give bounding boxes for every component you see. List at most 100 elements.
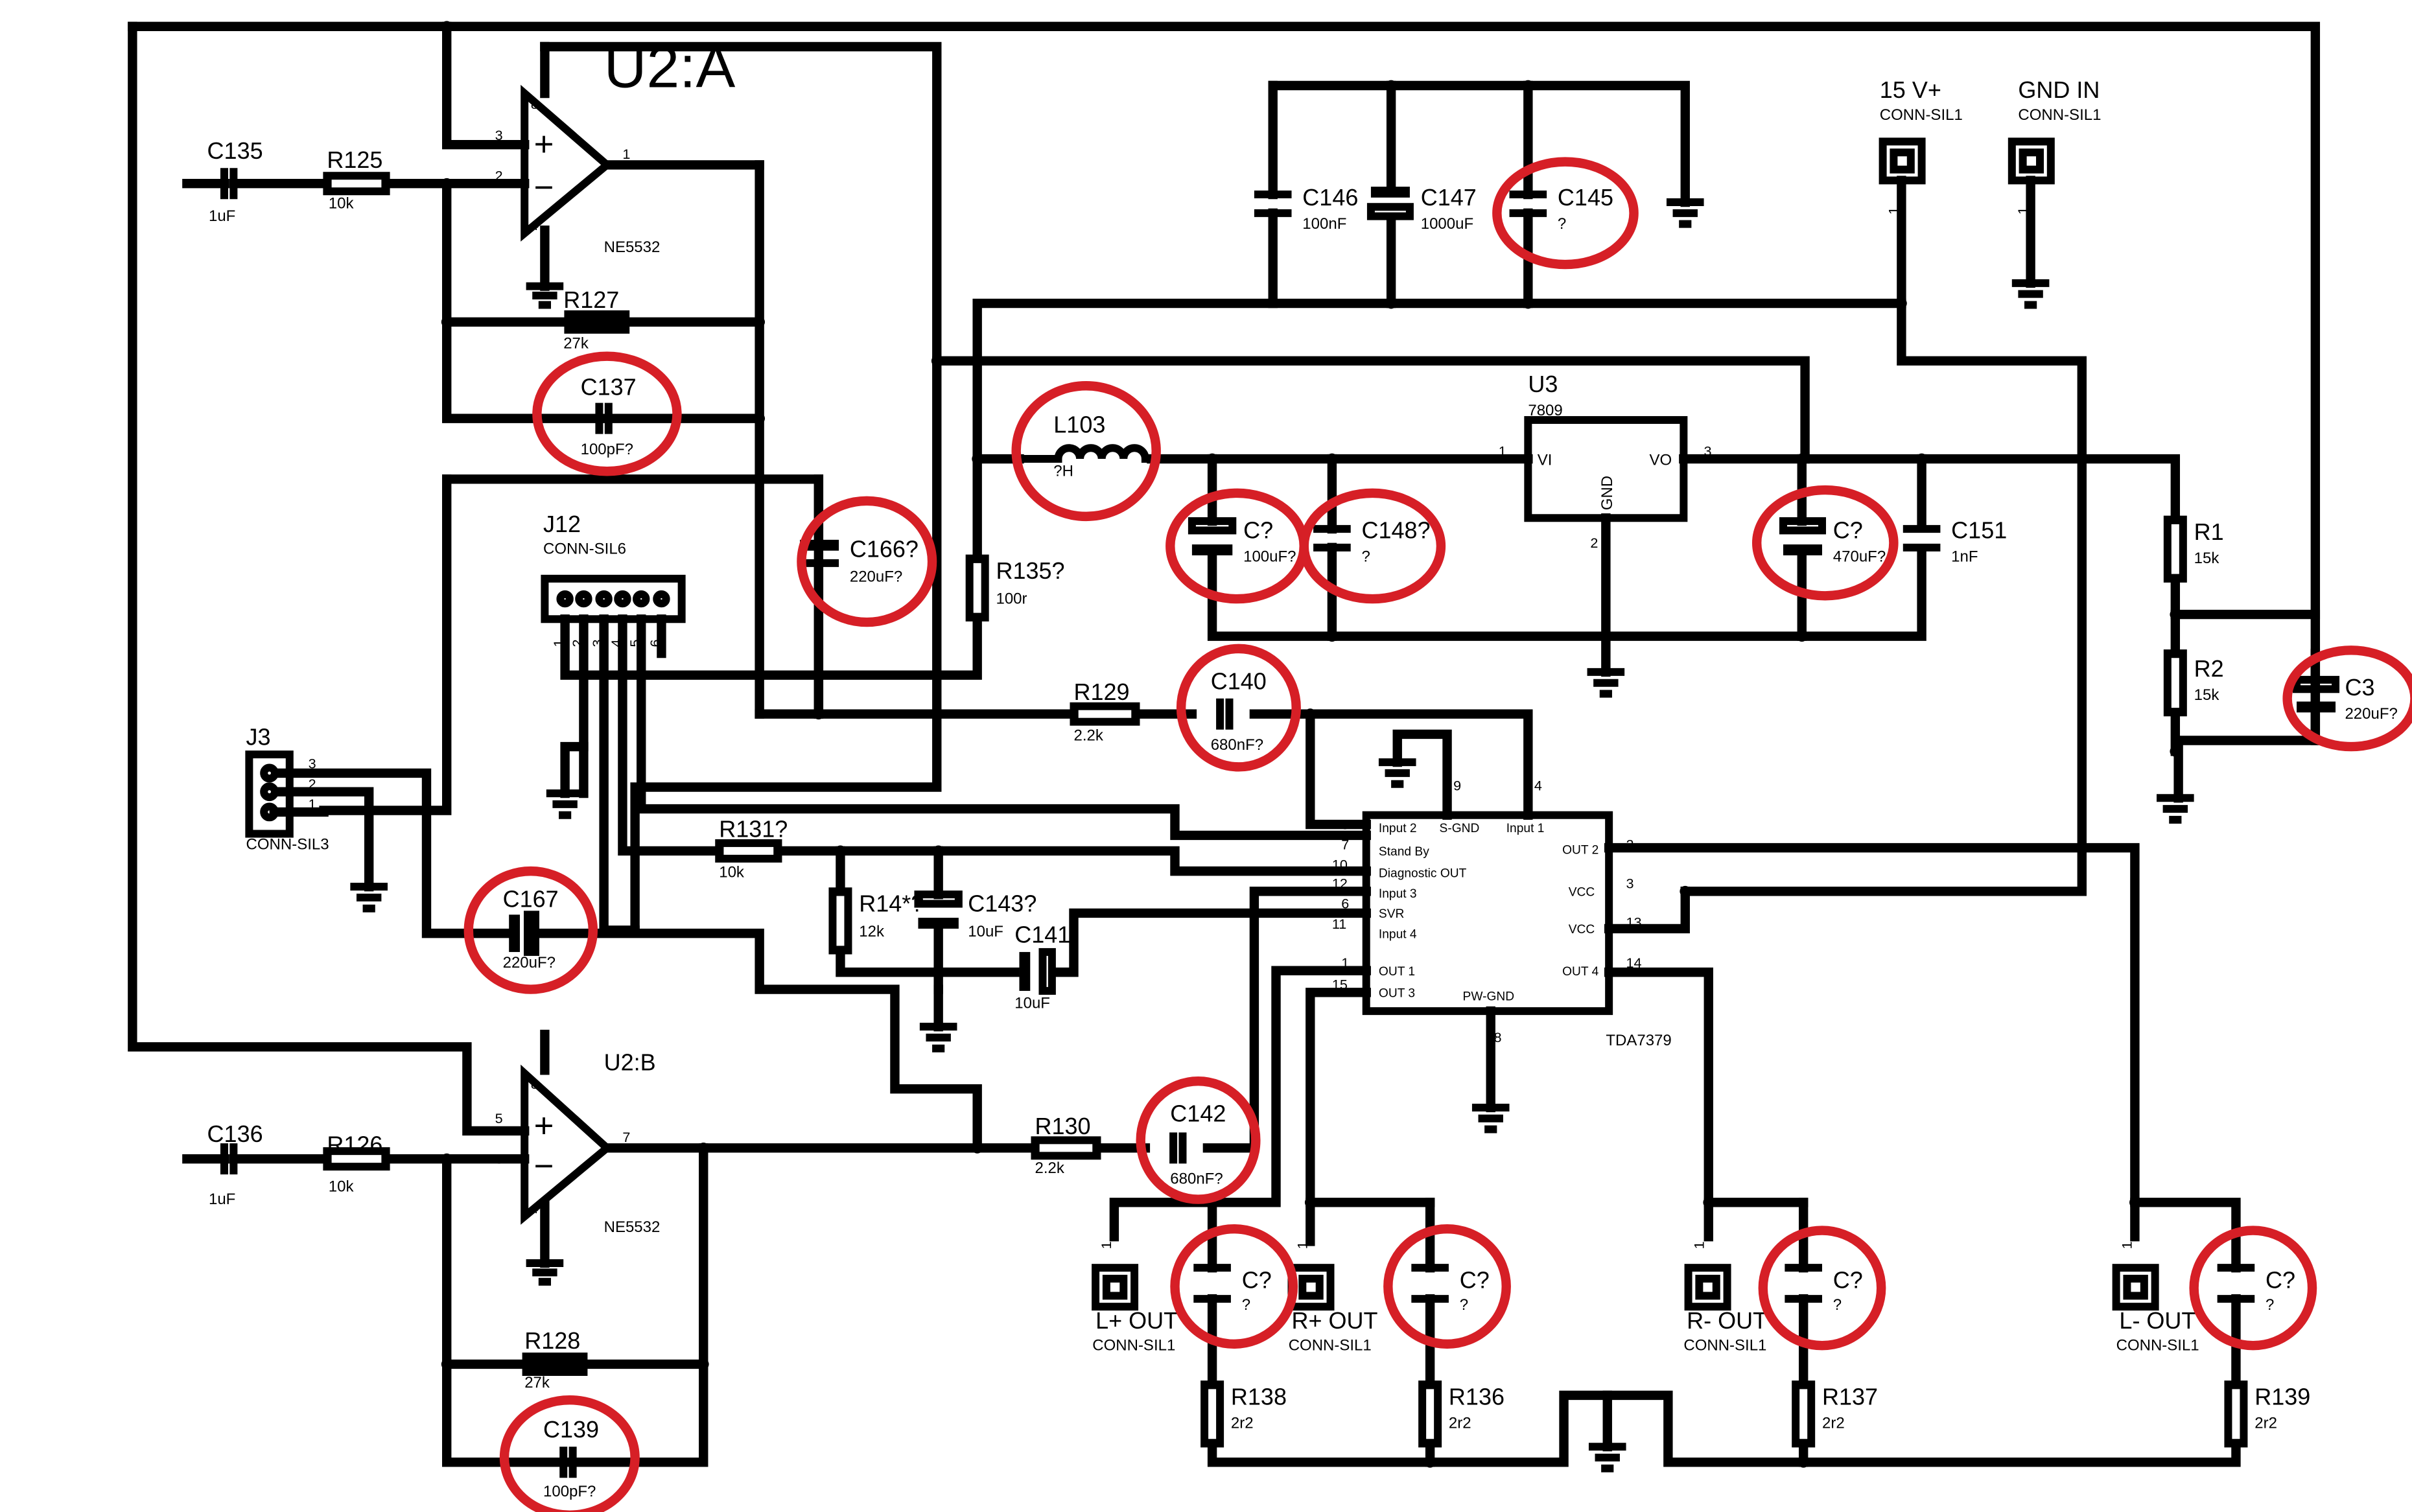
capacitor-c-100uf [1188,517,1237,535]
svg-text:C151: C151 [1951,517,2007,543]
highlight-c166 [797,496,937,627]
svg-text:R138: R138 [1231,1383,1287,1410]
capacitors: C135 1uF C136 1uF C137 100pF? C139 100pF… [182,137,2398,1500]
svg-text:R139: R139 [2254,1383,2310,1410]
svg-text:2: 2 [495,167,503,183]
capacitor-c142 [1169,1132,1187,1164]
svg-text:11: 11 [1332,916,1346,932]
resistor-r135 [965,554,989,622]
svg-text:R137: R137 [1822,1383,1878,1410]
capacitor-c141 [1019,951,1031,991]
resistor-r138 [1200,1380,1224,1448]
svg-text:C?: C? [1242,1266,1272,1293]
svg-text:S-GND: S-GND [1440,822,1480,835]
connector-15v: 15 V+ CONN-SIL1 1 [1879,76,1963,215]
svg-text:220uF?: 220uF? [850,568,902,586]
u2b-part: NE5532 [604,1218,661,1236]
svg-text:OUT 2: OUT 2 [1562,844,1598,857]
svg-text:R127: R127 [563,286,619,313]
svg-text:Input 4: Input 4 [1379,927,1417,941]
svg-text:1: 1 [622,146,630,162]
op-amp-u2a: + − U2:A NE5532 3 2 1 8 4 [495,34,736,255]
inductor-l103: L103 ?H [1019,411,1152,480]
svg-text:C143?: C143? [968,890,1036,917]
svg-text:2: 2 [309,776,316,792]
svg-text:1: 1 [2119,1241,2135,1249]
svg-text:7: 7 [1341,837,1349,853]
resistor-r131 [715,839,782,863]
svg-text:C142: C142 [1170,1100,1226,1127]
svg-text:10k: 10k [329,195,355,213]
svg-text:CONN-SIL1: CONN-SIL1 [1092,1336,1175,1354]
svg-text:−: − [534,1147,554,1185]
svg-text:100nF: 100nF [1302,215,1346,233]
svg-text:3: 3 [309,756,316,772]
svg-text:100uF?: 100uF? [1243,548,1296,565]
svg-text:C?: C? [1833,1266,1863,1293]
svg-text:2r2: 2r2 [1822,1414,1845,1432]
svg-text:R2: R2 [2194,655,2224,682]
resistor-r1 [2163,515,2187,583]
svg-text:100pF?: 100pF? [543,1483,596,1500]
svg-text:1: 1 [550,639,567,647]
svg-text:10: 10 [1332,857,1348,873]
op-amp-u2b: + − U2:B NE5532 5 6 7 8 4 [495,1049,661,1236]
highlight-c148 [1299,488,1446,604]
svg-text:5: 5 [627,639,643,647]
resistor-r126 [323,1147,390,1171]
svg-text:2r2: 2r2 [1231,1414,1254,1432]
svg-text:VCC: VCC [1569,923,1595,936]
svg-text:1nF: 1nF [1951,548,1978,565]
svg-text:6: 6 [1341,896,1349,912]
resistor-r127 [564,310,630,334]
highlight-l103 [1011,381,1161,522]
svg-text:2: 2 [569,639,585,647]
capacitor-c-out-2 [1411,1264,1449,1303]
capacitor-c-out-3 [1785,1264,1822,1303]
resistor-r136 [1418,1380,1442,1448]
resistor-r129 [1070,702,1140,726]
svg-text:R+ OUT: R+ OUT [1292,1307,1378,1334]
svg-text:2.2k: 2.2k [1035,1159,1064,1177]
svg-text:2.2k: 2.2k [1073,727,1103,744]
svg-text:8: 8 [1494,1029,1502,1045]
svg-text:R130: R130 [1035,1113,1090,1139]
svg-text:CONN-SIL3: CONN-SIL3 [246,836,329,854]
capacitor-c151 [1903,525,1941,552]
connector-gnd-in: GND IN CONN-SIL1 1 [2008,76,2101,215]
svg-text:CONN-SIL1: CONN-SIL1 [2018,106,2101,124]
highlight-c3 [2282,646,2412,752]
svg-text:VO: VO [1650,452,1672,469]
capacitor-c148 [1313,525,1351,552]
svg-text:C141: C141 [1014,922,1070,948]
svg-text:1: 1 [1294,1241,1311,1249]
connector-l-plus-out: L+ OUT CONN-SIL1 1 [1092,1241,1178,1354]
svg-text:OUT 1: OUT 1 [1379,965,1415,979]
capacitor-c-out-1 [1193,1264,1231,1303]
svg-text:8: 8 [531,96,539,112]
svg-text:1: 1 [2015,207,2031,215]
resistor-r139 [2224,1380,2248,1448]
svg-text:C148?: C148? [1362,517,1431,543]
svg-text:C167: C167 [503,885,559,912]
svg-text:?: ? [1460,1296,1468,1314]
svg-text:1: 1 [1499,443,1506,459]
svg-text:1uF: 1uF [209,1191,235,1208]
svg-text:2: 2 [1590,535,1598,551]
svg-text:27k: 27k [524,1374,550,1391]
svg-text:C140: C140 [1211,668,1267,694]
svg-text:3: 3 [589,639,605,647]
svg-text:C146: C146 [1302,184,1358,211]
capacitor-c146 [1254,191,1292,217]
highlight-c167 [463,866,598,994]
svg-text:C?: C? [1460,1266,1490,1293]
highlight-circles [463,157,2412,1512]
svg-text:1uF: 1uF [209,207,235,225]
resistor-r14 [828,887,852,955]
connector-r-minus-out: R- OUT CONN-SIL1 1 [1683,1241,1767,1354]
svg-text:15k: 15k [2194,686,2220,704]
svg-text:L- OUT: L- OUT [2119,1307,2195,1334]
svg-text:CONN-SIL1: CONN-SIL1 [1683,1336,1766,1354]
svg-text:10k: 10k [719,864,745,881]
svg-text:R136: R136 [1449,1383,1505,1410]
